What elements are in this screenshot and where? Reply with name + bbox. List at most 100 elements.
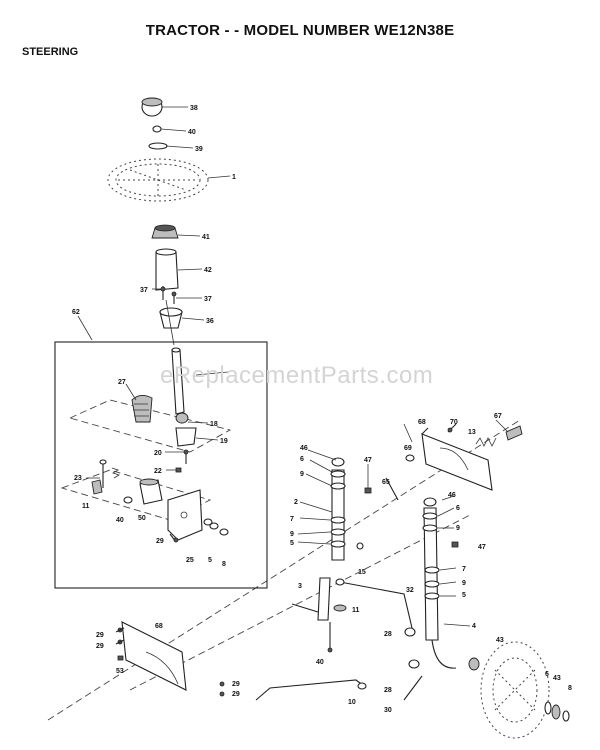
axle-bolt-15 <box>356 542 364 550</box>
tie-rod-cap-67 <box>505 425 523 441</box>
steering-shaft-boot <box>155 248 179 291</box>
steering-adapter <box>151 224 179 239</box>
callout-39: 39 <box>195 146 203 153</box>
mount-bolt-right <box>171 291 177 304</box>
callout-9-right: 9 <box>456 525 460 532</box>
callout-65: 65 <box>382 479 390 486</box>
axle-bolt-65 <box>385 477 399 501</box>
callout-36: 36 <box>206 318 214 325</box>
callout-19: 19 <box>220 438 228 445</box>
callout-29-lower-a: 29 <box>96 632 104 639</box>
callout-27: 27 <box>118 379 126 386</box>
mount-bolt-left <box>160 286 166 300</box>
inset-washers-5 <box>203 518 219 530</box>
callout-46-left: 46 <box>300 445 308 452</box>
inset-washer-8 <box>219 528 229 536</box>
section-heading: STEERING <box>22 46 79 58</box>
callout-28-lower: 28 <box>384 687 392 694</box>
inset-bolt-20 <box>183 449 189 464</box>
spindle-washer-40 <box>327 622 333 653</box>
callout-41: 41 <box>202 234 210 241</box>
callout-29-lower-d: 29 <box>232 691 240 698</box>
inset-plate-dashed <box>68 399 232 453</box>
callout-46-right: 46 <box>448 492 456 499</box>
callout-15: 15 <box>358 569 366 576</box>
inset-washer-40 <box>123 496 133 504</box>
callout-leaders <box>86 106 509 627</box>
lower-bolts-29-right <box>219 681 225 697</box>
right-spindle-column <box>422 497 457 669</box>
wheel-bearing-43 <box>468 657 480 671</box>
axle-support-bracket <box>421 427 493 491</box>
callout-32: 32 <box>406 587 414 594</box>
steering-cap <box>141 97 163 117</box>
callout-9-left-2: 9 <box>290 531 294 538</box>
tie-rod-end-30 <box>403 675 423 701</box>
callout-67: 67 <box>494 413 502 420</box>
callout-5-right: 5 <box>462 592 466 599</box>
spindle-bolt-11 <box>333 604 347 612</box>
watermark: eReplacementParts.com <box>160 362 434 389</box>
callout-5-inset: 5 <box>208 557 212 564</box>
callout-47-right: 47 <box>478 544 486 551</box>
inset-leader-62 <box>77 315 93 341</box>
callout-7-left: 7 <box>290 516 294 523</box>
left-spindle-column <box>330 457 346 561</box>
callout-8-wheel: 8 <box>568 685 572 692</box>
tie-rod-end-28-lower <box>408 659 420 669</box>
callout-47-left: 47 <box>364 457 372 464</box>
inset-pin-23 <box>99 459 107 488</box>
callout-62: 62 <box>72 309 80 316</box>
callout-10: 10 <box>348 699 356 706</box>
inset-steering-shaft <box>171 347 185 415</box>
callout-30: 30 <box>384 707 392 714</box>
callout-25: 25 <box>186 557 194 564</box>
bracket-bolt-70 <box>447 423 457 433</box>
callout-9-right-2: 9 <box>462 580 466 587</box>
tie-rod-end-28 <box>404 627 416 637</box>
callout-40-inset: 40 <box>116 517 124 524</box>
tie-rod-spring-13 <box>475 437 497 447</box>
inset-bracket-25 <box>167 489 203 541</box>
inset-plate-dashed-2 <box>60 469 212 521</box>
callout-53: 53 <box>116 668 124 675</box>
callout-68-top: 68 <box>418 419 426 426</box>
front-wheel <box>480 641 550 739</box>
callout-9-left: 9 <box>300 471 304 478</box>
lower-bolts-29 <box>115 627 125 645</box>
inset-spacer-11 <box>91 479 103 495</box>
left-spindle <box>291 577 331 621</box>
pinion-gear <box>175 412 189 424</box>
wheel-washers <box>544 701 570 722</box>
callout-11: 11 <box>82 503 90 510</box>
callout-4: 4 <box>472 623 476 630</box>
callout-50: 50 <box>138 515 146 522</box>
wheel-washer <box>148 142 168 150</box>
callout-29-lower-b: 29 <box>96 643 104 650</box>
shaft-bushing-bracket <box>159 307 183 329</box>
callout-68-lower: 68 <box>155 623 163 630</box>
callout-29-lower-c: 29 <box>232 681 240 688</box>
callout-1: 1 <box>232 174 236 181</box>
callout-22: 22 <box>154 468 162 475</box>
steering-shaft-line <box>165 299 175 346</box>
inset-box-62 <box>54 341 268 589</box>
lower-nut-53 <box>117 655 124 661</box>
sector-gear <box>131 395 153 423</box>
pinion-bracket <box>175 427 197 447</box>
callout-37-left: 37 <box>140 287 148 294</box>
callout-40-lower: 40 <box>316 659 324 666</box>
callout-6-right: 6 <box>456 505 460 512</box>
callout-37-right: 37 <box>204 296 212 303</box>
callout-3: 3 <box>298 583 302 590</box>
callout-43-left: 43 <box>496 637 504 644</box>
callout-6-left: 6 <box>300 456 304 463</box>
callout-23: 23 <box>74 475 82 482</box>
callout-6-wheel: 6 <box>545 671 549 678</box>
inset-spring <box>111 467 120 479</box>
inset-bushing-50 <box>139 478 163 505</box>
inset-nut-22 <box>175 467 182 473</box>
tie-rod-10 <box>255 679 367 701</box>
lower-axle-bracket <box>121 621 187 691</box>
